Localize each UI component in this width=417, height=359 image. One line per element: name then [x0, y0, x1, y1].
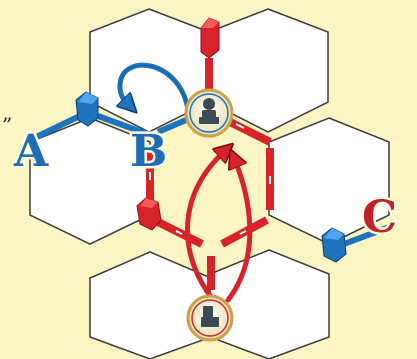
edge-mark: ”	[2, 113, 12, 137]
red-arrow	[185, 150, 226, 301]
red-settlement	[200, 17, 220, 59]
blue-arrow-outline	[119, 64, 189, 111]
hex-tile	[29, 117, 151, 245]
red-road-dashes	[149, 123, 271, 235]
label-c: C	[362, 192, 397, 243]
blue-road-c	[342, 223, 394, 247]
blue-arrow	[120, 62, 191, 110]
label-a: A	[13, 126, 49, 177]
player-piece-icon	[199, 98, 219, 124]
blue-settlement	[321, 227, 347, 263]
token-top[interactable]	[184, 88, 234, 138]
player-piece-icon	[201, 306, 219, 327]
red-arrow	[225, 158, 253, 303]
red-settlement	[136, 197, 162, 231]
label-b: B	[130, 126, 167, 177]
blue-settlement	[75, 91, 99, 127]
token-bottom[interactable]	[186, 294, 234, 342]
